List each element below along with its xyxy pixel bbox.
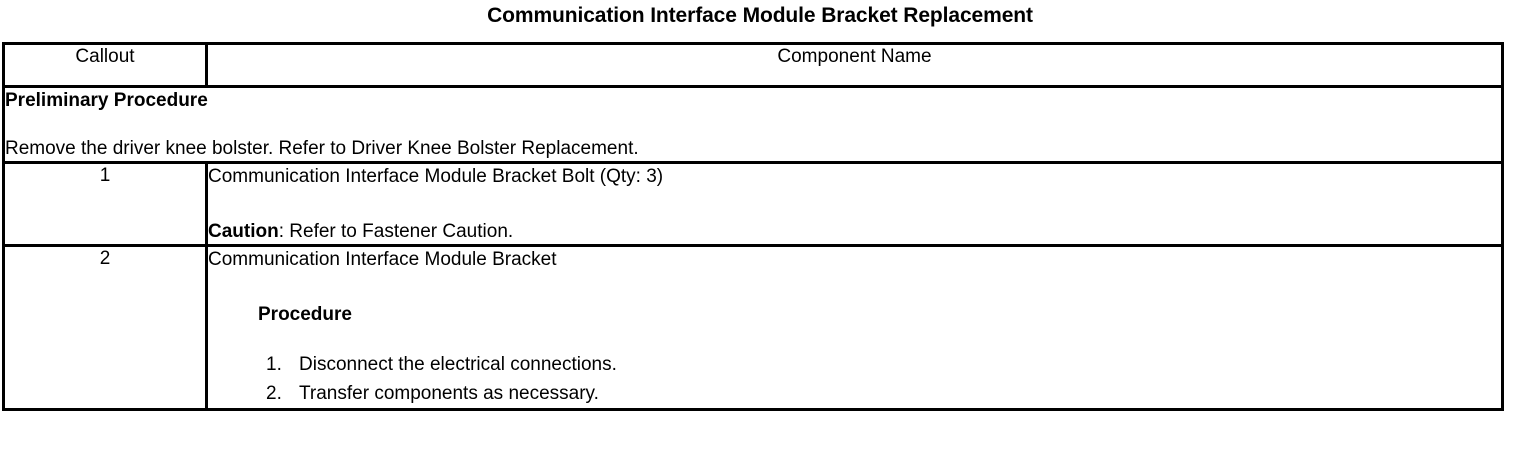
callout-number-2: 2 [2,244,208,411]
procedure-table: Callout Component Name Preliminary Proce… [2,42,1504,411]
procedure-step: Transfer components as necessary. [266,379,599,408]
column-header-component-name: Component Name [205,42,1504,88]
preliminary-procedure-heading: Preliminary Procedure [5,90,208,111]
page-title: Communication Interface Module Bracket R… [487,4,1033,27]
table-row: 1 Communication Interface Module Bracket… [2,161,1504,247]
caution-text: : Refer to Fastener Caution. [278,221,514,242]
preliminary-procedure-cell: Preliminary Procedure Remove the driver … [2,85,1504,164]
table-row: 2 Communication Interface Module Bracket… [2,244,1504,411]
preliminary-procedure-row: Preliminary Procedure Remove the driver … [2,85,1504,164]
table-header-row: Callout Component Name [2,42,1504,88]
component-name-1: Communication Interface Module Bracket B… [208,166,664,187]
callout-number-1: 1 [2,161,208,247]
component-name-2: Communication Interface Module Bracket [208,249,557,270]
preliminary-procedure-body: Remove the driver knee bolster. Refer to… [5,138,639,159]
component-cell-2: Communication Interface Module Bracket P… [205,244,1504,411]
column-header-callout: Callout [2,42,208,88]
procedure-step: Disconnect the electrical connections. [266,350,617,379]
component-cell-1: Communication Interface Module Bracket B… [205,161,1504,247]
procedure-step-list: Disconnect the electrical connections. T… [208,350,1501,408]
procedure-heading-2: Procedure [258,304,352,325]
caution-note-1: Caution: Refer to Fastener Caution. [208,219,1501,244]
caution-label: Caution [208,221,279,242]
